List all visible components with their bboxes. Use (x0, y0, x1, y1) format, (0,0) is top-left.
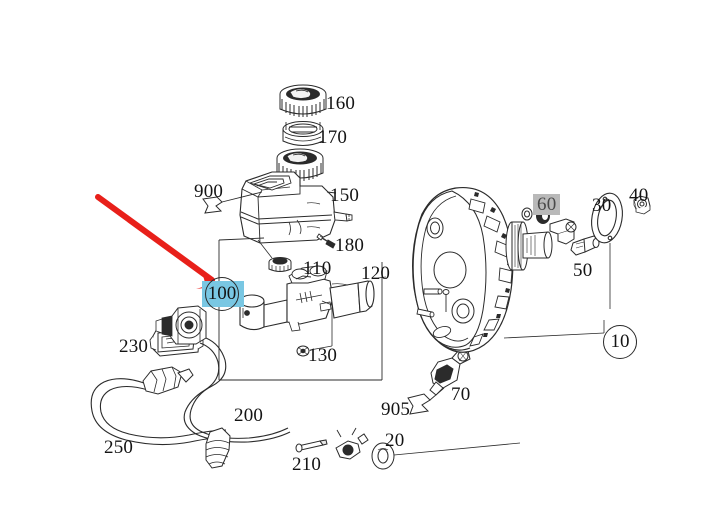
part-50-mounting-bolt (549, 218, 600, 256)
leader-110 (257, 239, 273, 259)
red-pointer-arrow (95, 194, 220, 289)
part-160-reservoir-cap (279, 84, 327, 118)
label-70: 70 (451, 384, 471, 405)
label-120: 120 (361, 263, 391, 284)
part-110-sealing-plug (268, 257, 292, 272)
callout-10[interactable]: 10 (603, 325, 637, 359)
part-180-retaining-pin (316, 233, 336, 249)
part-200-hose-fitting (155, 305, 207, 345)
label-230: 230 (119, 336, 149, 357)
part-130-bleeder-screw (296, 300, 333, 357)
part-150-brake-fluid-reservoir (239, 148, 353, 244)
label-160: 160 (326, 93, 356, 114)
part-200-vacuum-hose-upper (183, 337, 291, 443)
part-30-booster-gasket (591, 192, 623, 309)
leader-120 (377, 276, 387, 279)
label-60: 60 (533, 194, 561, 215)
label-905: 905 (381, 399, 411, 420)
label-130: 130 (308, 345, 338, 366)
leader-150 (326, 191, 337, 194)
part-20-booster-washer (371, 442, 521, 470)
label-150: 150 (330, 185, 360, 206)
label-900: 900 (194, 181, 224, 202)
callout-100[interactable]: 100 (205, 277, 239, 311)
label-200: 200 (234, 405, 264, 426)
part-linkage-bits (335, 427, 369, 460)
callout-100-label: 100 (207, 283, 237, 304)
part-250-hose-end-right (205, 427, 231, 469)
part-900-note-flag (202, 191, 263, 214)
label-50: 50 (573, 260, 593, 281)
label-250: 250 (104, 437, 134, 458)
part-250-vacuum-hose-lower (90, 378, 227, 446)
label-110: 110 (303, 258, 332, 279)
part-120-master-cylinder (239, 265, 375, 332)
label-20: 20 (385, 430, 405, 451)
part-250-hose-end-left (142, 366, 194, 395)
label-210: 210 (292, 454, 322, 475)
part-210-connector-pin (295, 439, 328, 453)
part-10-brake-booster (412, 186, 605, 353)
label-170: 170 (318, 127, 348, 148)
part-40-booster-nut (633, 195, 651, 215)
callout-10-label: 10 (610, 331, 630, 352)
part-170-reservoir-strainer (282, 121, 324, 146)
label-40: 40 (629, 185, 649, 206)
label-180: 180 (335, 235, 365, 256)
label-30: 30 (592, 195, 612, 216)
